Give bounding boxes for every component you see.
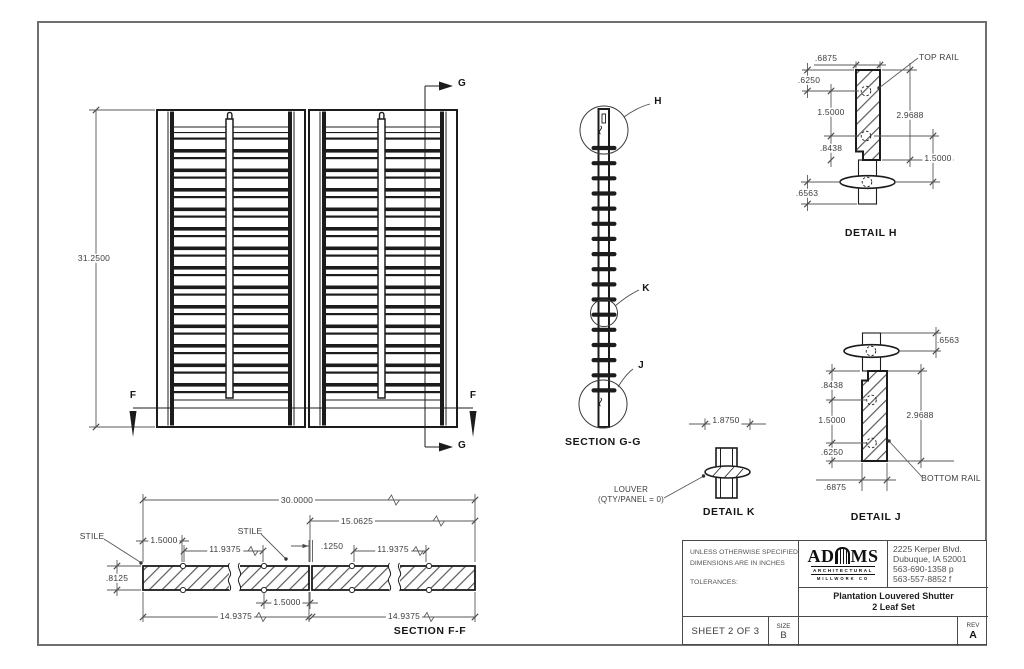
sheet-number: SHEET 2 OF 3 (683, 617, 769, 646)
logo-subtitle-1: ARCHITECTURAL (810, 566, 876, 575)
title-block: UNLESS OTHERWISE SPECIFIED DIMENSIONS AR… (682, 540, 988, 646)
section-label-f-left: F (129, 390, 137, 401)
company-logo: AD MS ARCHITECTURAL MILLWORK CO (799, 541, 888, 588)
company-address: 2225 Kerper Blvd. Dubuque, IA 52001 563-… (888, 541, 988, 588)
dim-ff-leaf-plus-gap: 15.0625 (338, 515, 376, 526)
dim-j-hole-to-bottom: .6250 (818, 446, 846, 457)
label-stile-left: STILE (79, 530, 105, 541)
detail-label-j: J (638, 360, 644, 371)
detail-k-dims (663, 418, 766, 499)
section-gg-title: SECTION G-G (564, 435, 642, 448)
callout-top-rail: TOP RAIL (918, 51, 960, 62)
dim-ff-louver-right: 11.9375 (375, 543, 411, 554)
dim-h-hole-to-bottom: .8438 (817, 142, 845, 153)
detail-j-circle (578, 379, 628, 429)
detail-k-circle (590, 299, 618, 327)
logo-text-prefix: AD (807, 545, 835, 566)
logo-wordmark: AD MS (807, 545, 879, 566)
revision-cell: REV A (958, 617, 988, 646)
dim-h-top-to-hole: .6250 (795, 74, 823, 85)
dim-ff-stile: 1.5000 (148, 534, 180, 545)
sheet-border (37, 21, 987, 646)
section-ff-title: SECTION F-F (393, 624, 467, 637)
dim-front-height: 31.2500 (75, 252, 113, 263)
address-line2: Dubuque, IA 52001 (893, 554, 967, 565)
callout-louver-line1: LOUVER (613, 485, 649, 494)
dim-ff-panel-right: 14.9375 (385, 610, 423, 621)
address-line3: 563-690-1358 p (893, 564, 954, 575)
arch-door-icon (835, 547, 850, 564)
detail-k (663, 418, 766, 499)
section-label-g-bottom: G (458, 440, 466, 451)
front-height-dim (89, 109, 155, 428)
logo-text-suffix: MS (850, 545, 879, 566)
notes-line2: DIMENSIONS ARE IN INCHES (690, 559, 785, 567)
detail-label-k: K (642, 283, 650, 294)
dim-j-hole-spacing: 1.5000 (816, 414, 848, 425)
detail-h-title: DETAIL H (844, 226, 898, 239)
dim-ff-gap: .1250 (320, 540, 344, 551)
detail-h (801, 57, 954, 211)
label-stile-center: STILE (237, 525, 263, 536)
dim-h-width: .6875 (814, 52, 838, 63)
notes-line1: UNLESS OTHERWISE SPECIFIED (690, 549, 798, 556)
callout-bottom-rail: BOTTOM RAIL (921, 472, 981, 483)
title-block-notes: UNLESS OTHERWISE SPECIFIED DIMENSIONS AR… (683, 541, 799, 617)
sheet-size-cell: SIZE B (769, 617, 799, 646)
section-line-g (424, 81, 453, 452)
dim-ff-panel-left: 14.9375 (217, 610, 255, 621)
dim-ff-center-stiles: 1.5000 (271, 596, 303, 607)
address-line4: 563-557-8852 f (893, 574, 952, 585)
title-block-empty-cell (799, 617, 958, 646)
product-title: Plantation Louvered Shutter 2 Leaf Set (799, 588, 988, 617)
dim-j-rail-height: 2.9688 (904, 409, 936, 420)
section-ff (103, 494, 479, 623)
dim-ff-overall: 30.0000 (278, 494, 316, 505)
section-label-f-right: F (469, 390, 477, 401)
address-line1: 2225 Kerper Blvd. (893, 544, 962, 554)
dim-h-hole-spacing: 1.5000 (815, 106, 847, 117)
rev-label: REV (966, 622, 980, 629)
callout-louver-line2: (QTY/PANEL = 0) (598, 495, 664, 504)
dim-j-width: .6875 (821, 481, 849, 492)
size-value: B (780, 629, 787, 641)
rev-value: A (969, 629, 977, 641)
product-line1: Plantation Louvered Shutter (833, 590, 954, 601)
logo-subtitle-2: MILLWORK CO (816, 576, 870, 581)
dim-h-rail-height: 2.9688 (894, 109, 926, 120)
size-label: SIZE (776, 622, 791, 630)
section-label-g-top: G (458, 78, 466, 89)
front-view (89, 81, 477, 452)
section-line-f (129, 407, 477, 437)
dim-ff-louver-left: 11.9375 (207, 543, 243, 554)
detail-h-circle (579, 105, 629, 155)
dim-k-louver-length: 1.8750 (710, 414, 742, 425)
product-line2: 2 Leaf Set (872, 602, 915, 612)
dim-h-louver-to-tip: .6563 (793, 187, 821, 198)
dim-j-louver-to-tip: .6563 (936, 334, 960, 345)
dim-j-top-to-hole: .8438 (818, 379, 846, 390)
dim-h-hole-to-louver: 1.5000 (922, 152, 954, 163)
notes-line3: TOLERANCES: (690, 579, 738, 587)
dim-ff-thickness: .8125 (103, 572, 131, 583)
detail-k-title: DETAIL K (702, 505, 756, 518)
detail-label-h: H (654, 96, 662, 107)
detail-j-title: DETAIL J (850, 510, 902, 523)
section-gg (578, 103, 651, 429)
